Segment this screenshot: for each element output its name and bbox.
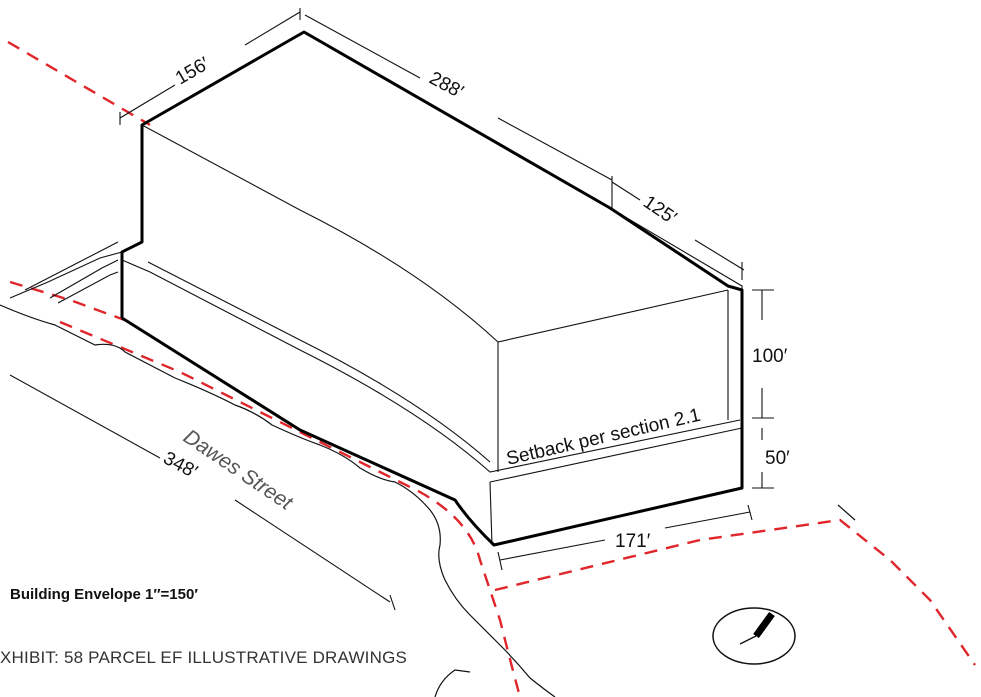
dim-171-label: 171′ (615, 531, 651, 552)
lot-line-south (494, 518, 976, 666)
dim-125-label: 125′ (639, 192, 680, 229)
lot-line-dawes-street (59, 320, 522, 697)
podium-front-face (121, 31, 743, 420)
setback-note: Setback per section 2.1 (504, 405, 702, 470)
curb-far (434, 504, 856, 697)
tower-top-front-edge (141, 124, 729, 343)
dim-50-label: 50′ (765, 448, 790, 469)
podium-setback-outer (147, 261, 491, 463)
sidewalk-edge-c (57, 271, 119, 304)
dim-156-label: 156′ (172, 53, 213, 89)
podium-setback-inner (121, 259, 741, 473)
dim-288-line (304, 14, 613, 181)
north-arrow-icon (712, 607, 796, 665)
sidewalk-edge-b (49, 259, 119, 299)
dim-100-label: 100′ (752, 346, 788, 367)
dim-50-line (752, 428, 774, 489)
dim-348-line (9, 374, 396, 611)
envelope-outline (120, 30, 744, 547)
dim-156-line (119, 8, 301, 125)
dimension-lines (9, 8, 774, 611)
podium-front-corner (489, 481, 493, 546)
dim-125-line (611, 176, 745, 280)
exhibit-title: XHIBIT: 58 PARCEL EF ILLUSTRATIVE DRAWIN… (0, 648, 407, 667)
curb-near (0, 304, 556, 697)
podium-front-top (489, 427, 743, 483)
scale-caption: Building Envelope 1″=150′ (10, 586, 198, 603)
sidewalk-edge-a (9, 251, 123, 299)
dim-171-line (497, 504, 753, 571)
lot-line-north (7, 40, 151, 127)
lot-lines (7, 40, 976, 697)
dim-100-line (752, 289, 774, 419)
street-curbs (0, 241, 856, 697)
building-massing (120, 30, 744, 547)
dim-288-label: 288′ (426, 68, 467, 103)
sidewalk-edge-d (24, 241, 119, 291)
